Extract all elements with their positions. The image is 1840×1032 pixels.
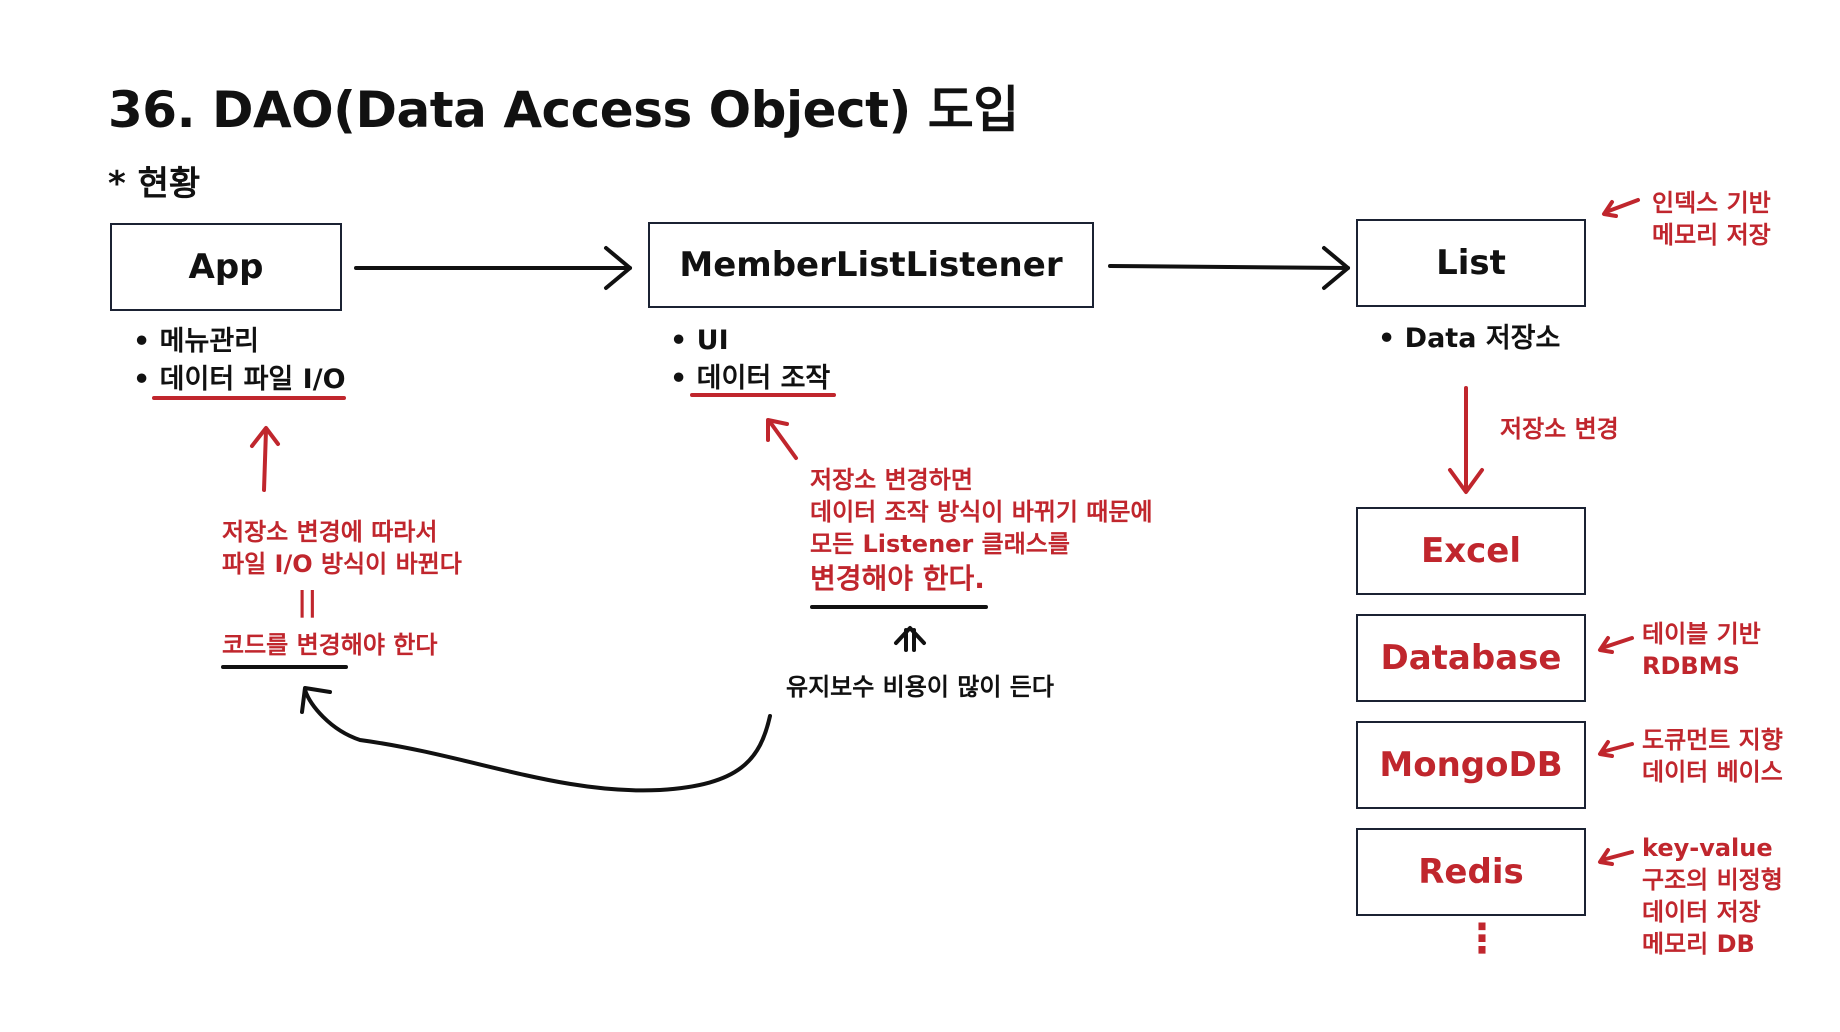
pointer-mongodb-note [1600, 742, 1634, 754]
redis-box: Redis [1356, 828, 1586, 916]
more-ellipsis: ⋮ [1462, 916, 1502, 962]
arrow-storage-change-head [1448, 468, 1484, 494]
arrow-app-to-listener-head [604, 246, 632, 290]
pointer-database-note [1600, 636, 1634, 650]
equals-sign: || [297, 585, 318, 618]
change-storage-label: 저장소 변경 [1500, 415, 1619, 443]
mongodb-note: 도큐먼트 지향 데이터 베이스 [1642, 726, 1783, 786]
redis-note: key-value 구조의 비정형 데이터 저장 메모리 DB [1642, 834, 1783, 958]
page-title: 36. DAO(Data Access Object) 도입 [108, 81, 1019, 139]
curve-head [300, 686, 332, 714]
pointer-mongodb-note-head [1598, 740, 1614, 758]
listener-bullet-ui: • UI [670, 325, 729, 356]
maintenance-note: 유지보수 비용이 많이 든다 [786, 673, 1054, 701]
arrow-to-data-manip [768, 420, 798, 460]
mongodb-box: MongoDB [1356, 721, 1586, 809]
list-note: 인덱스 기반 메모리 저장 [1652, 189, 1771, 249]
list-box: List [1356, 219, 1586, 307]
database-box: Database [1356, 614, 1586, 702]
app-conclusion: 코드를 변경해야 한다 [222, 631, 438, 659]
listener-box: MemberListListener [648, 222, 1094, 308]
pointer-database-note-head [1598, 636, 1614, 654]
app-bullets: • 메뉴관리 • 데이터 파일 I/O [133, 323, 346, 399]
pointer-list-note-head [1602, 200, 1618, 218]
app-box: App [110, 223, 342, 311]
list-bullets: • Data 저장소 [1378, 320, 1560, 358]
listener-bullets: • UI • 데이터 조작 [670, 322, 830, 398]
section-subtitle: * 현황 [108, 164, 201, 204]
arrow-listener-to-list [1108, 264, 1350, 270]
listener-note: 저장소 변경하면 데이터 조작 방식이 바뀌기 때문에 모든 Listener … [810, 466, 1153, 595]
app-bullet-menu: • 메뉴관리 [133, 326, 260, 357]
arrow-up-file-io [262, 428, 268, 492]
double-arrow-head [894, 626, 926, 645]
pointer-list-note [1604, 198, 1640, 214]
excel-box: Excel [1356, 507, 1586, 595]
arrow-up-file-io-head [250, 426, 280, 448]
listener-bullet-data: • 데이터 조작 [670, 363, 831, 394]
pointer-redis-note [1600, 850, 1634, 862]
database-note: 테이블 기반 RDBMS [1642, 620, 1761, 680]
arrow-listener-to-list-head [1322, 246, 1350, 290]
app-bullet-file-io: • 데이터 파일 I/O [133, 364, 346, 395]
curve-maintenance-to-app [303, 688, 772, 793]
arrow-to-data-manip-head [766, 418, 789, 442]
app-note: 저장소 변경에 따라서 파일 I/O 방식이 바뀐다 [222, 518, 462, 578]
pointer-redis-note-head [1598, 848, 1614, 866]
list-bullet-storage: • Data 저장소 [1378, 323, 1561, 354]
